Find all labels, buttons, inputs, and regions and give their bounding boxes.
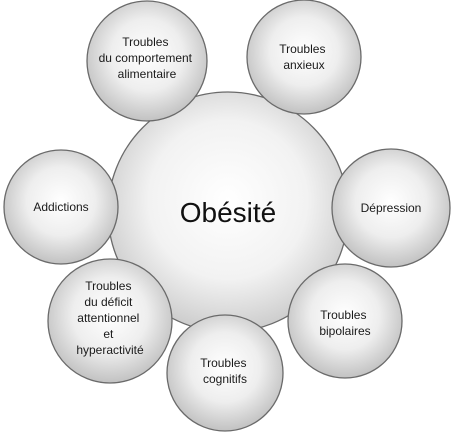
node-cognitifs: Troubles cognitifs (166, 314, 284, 432)
node-line: Troubles (279, 42, 325, 56)
node-line: bipolaires (319, 324, 370, 338)
node-label-addictions: Addictions (33, 200, 88, 214)
node-line: Troubles (122, 35, 168, 49)
center-label: Obésité (180, 197, 277, 228)
node-line: Troubles (200, 356, 246, 370)
node-line: Troubles (85, 279, 131, 293)
node-line: du déficit (84, 295, 133, 309)
node-label-tdah: Troubles du déficit attentionnel et hype… (76, 279, 144, 357)
node-bipolaires: Troubles bipolaires (287, 263, 403, 379)
center-node: Obésité (107, 91, 349, 333)
node-circle-tdah (47, 258, 173, 384)
node-line: Dépression (361, 201, 422, 215)
node-circle-depression (331, 148, 451, 268)
node-line: Troubles (320, 308, 366, 322)
node-label-cognitifs: Troubles cognitifs (200, 356, 250, 386)
node-line: hyperactivité (76, 343, 144, 357)
node-line: cognitifs (203, 372, 247, 386)
node-tca: Troubles du comportement alimentaire (86, 0, 208, 122)
node-label-anxieux: Troubles anxieux (279, 42, 329, 72)
node-line: du comportement (99, 51, 193, 65)
node-label-bipolaires: Troubles bipolaires (319, 308, 370, 338)
node-circle-tca (86, 0, 208, 122)
node-line: anxieux (283, 58, 324, 72)
node-addictions: Addictions (3, 149, 119, 265)
node-label-depression: Dépression (361, 201, 422, 215)
node-circle-addictions (3, 149, 119, 265)
node-circle-anxieux (246, 0, 362, 115)
node-line: Addictions (33, 200, 88, 214)
node-anxieux: Troubles anxieux (246, 0, 362, 115)
node-label-tca: Troubles du comportement alimentaire (99, 35, 196, 81)
node-depression: Dépression (331, 148, 451, 268)
node-line: alimentaire (118, 67, 177, 81)
node-circle-bipolaires (287, 263, 403, 379)
node-line: et (103, 327, 114, 341)
node-tdah: Troubles du déficit attentionnel et hype… (47, 258, 173, 384)
node-line: attentionnel (77, 311, 139, 325)
node-circle-cognitifs (166, 314, 284, 432)
